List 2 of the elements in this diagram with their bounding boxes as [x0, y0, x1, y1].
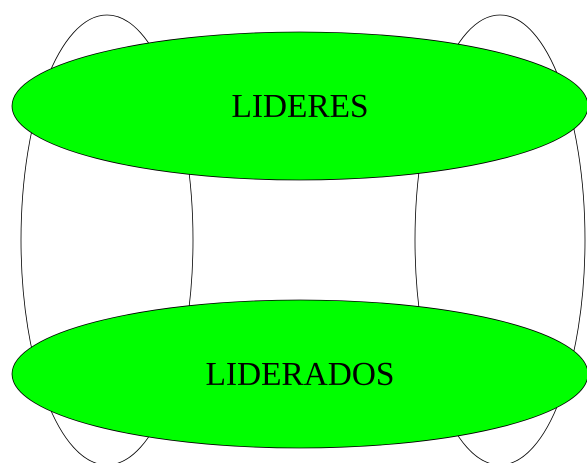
ellipse-node: LIDERES: [12, 32, 587, 180]
ellipse-node: LIDERADOS: [12, 300, 587, 448]
